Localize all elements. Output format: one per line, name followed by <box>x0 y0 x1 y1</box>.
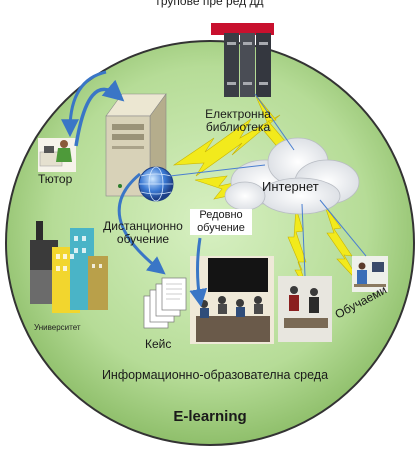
university-icon <box>30 221 108 313</box>
internet-label: Интернет <box>262 179 319 194</box>
regular-learning-label: Редовно обучение <box>190 209 252 235</box>
tutor-icon <box>38 138 76 172</box>
connector-arrows <box>61 70 208 308</box>
cropped-title-text: групове пре ред дд <box>156 0 264 8</box>
case-documents-icon <box>143 277 187 329</box>
globe-icon <box>138 166 174 202</box>
elearning-label: E-learning <box>173 408 247 425</box>
university-label: Университет <box>34 323 81 332</box>
library-label: Електронна библиотека <box>205 107 271 134</box>
internet-cloud <box>224 137 360 215</box>
learners-group-photo-icon <box>278 276 332 342</box>
environment-label: Информационно-образователна среда <box>101 368 329 382</box>
network-links <box>169 93 367 277</box>
case-label: Кейс <box>145 337 172 351</box>
top-connector-arrow <box>74 79 125 147</box>
learner-at-computer-icon <box>352 256 388 292</box>
distance-learning-label: Дистанционно обучение <box>103 219 183 246</box>
classroom-photo-icon <box>190 256 274 344</box>
library-books-icon <box>211 23 274 97</box>
environment-circle <box>5 40 415 446</box>
tutor-label: Тютор <box>38 172 73 186</box>
